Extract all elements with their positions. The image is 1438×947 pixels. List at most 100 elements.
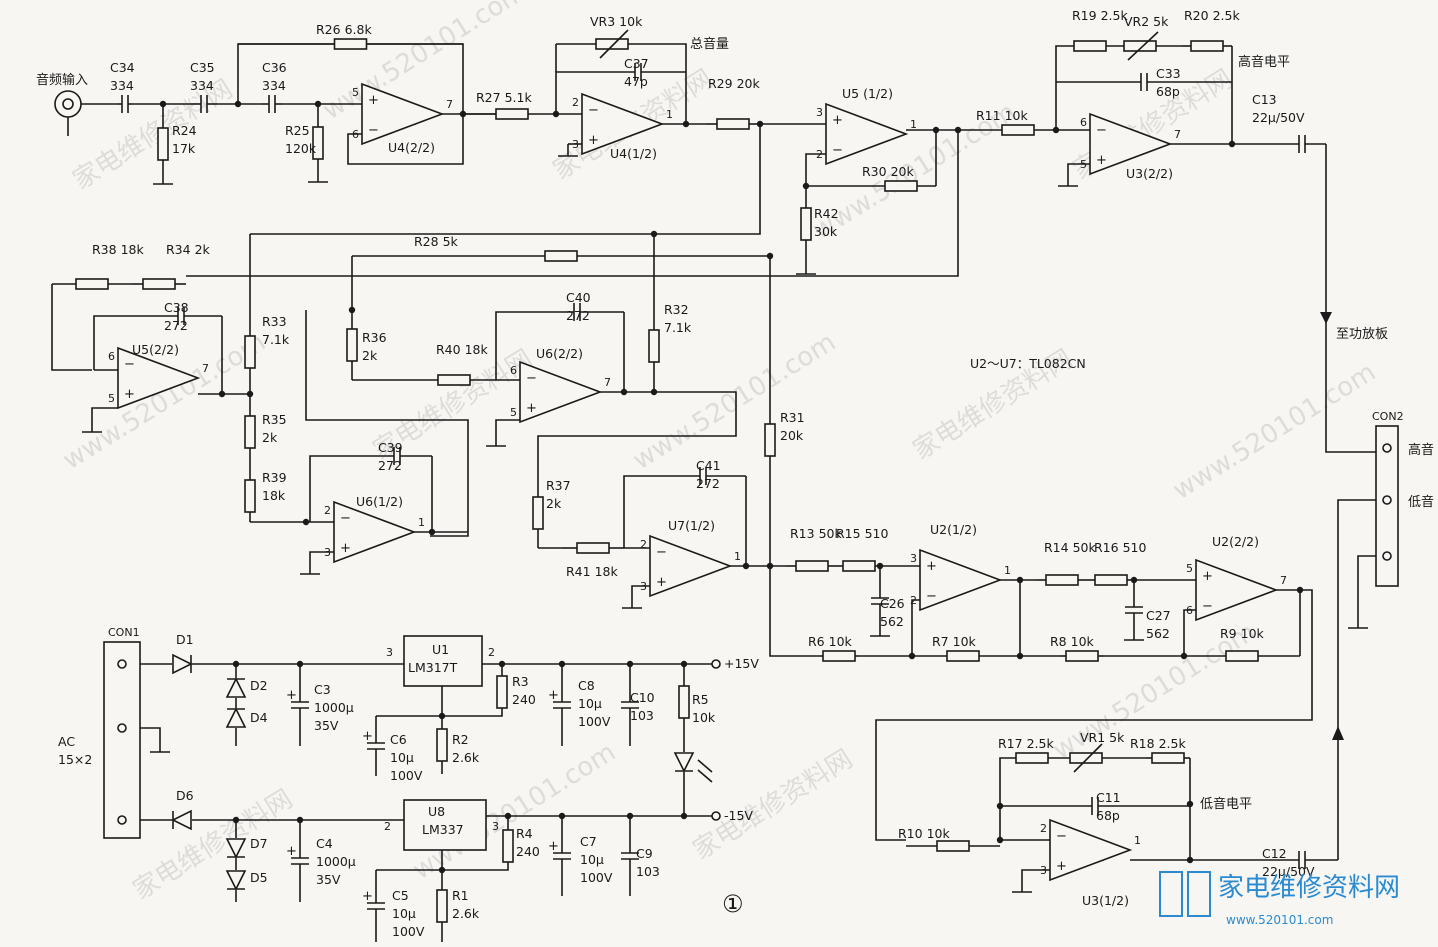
value-c37: 47p [624,74,648,89]
pin-sign: + [588,133,599,148]
resistor-r20 [1190,40,1224,52]
capacitor-c11 [1091,797,1099,815]
label-c8: C8 [578,678,595,693]
pin-number: 3 [1040,864,1047,877]
opamp-u2a: +−321 [910,548,1011,612]
wire [186,130,959,277]
label-r29: R29 20k [708,76,760,91]
wire [769,566,820,657]
label-r13: R13 50k [790,526,842,541]
wire [1183,609,1196,656]
label-c10: C10 [630,690,655,705]
value-c26: 562 [880,614,904,629]
polarity-mark: + [362,889,373,904]
wire [305,310,469,537]
wire [805,153,826,186]
bass-level-label: 低音电平 [1200,796,1252,812]
voltage-c4: 35V [316,872,341,887]
voltage-c5: 100V [392,924,425,939]
con2-pin-bass: 低音 [1408,494,1434,510]
pin-sign: − [1056,829,1067,844]
value-r39: 18k [262,488,286,503]
pin-sign: + [526,401,537,416]
diode-d2 [225,677,247,698]
label-c3: C3 [314,682,331,697]
wire [875,589,1313,841]
audio-input-jack [54,90,82,118]
value-c8: 10μ [578,696,602,711]
label-r30: R30 20k [862,164,914,179]
logo-title: 家电维修资料网 [1218,873,1400,903]
value-c36: 334 [262,78,286,93]
logo-book-icon [1187,871,1211,917]
label-u5b: U5(2/2) [132,342,179,357]
capacitor-c5 [367,902,385,910]
label-u2b: U2(2/2) [1212,534,1259,549]
label-d4: D4 [250,710,268,725]
label-r2: R2 [452,732,469,747]
label-r34: R34 2k [166,242,211,257]
pin-number: 5 [108,392,115,405]
voltage-c3: 35V [314,718,339,733]
opamp-u7a: −+231 [640,534,741,598]
label-c7: C7 [580,834,597,849]
label-c11: C11 [1096,790,1121,805]
value-r1: 2.6k [452,906,480,921]
figure-number: ① [722,890,744,918]
polarity-mark: + [362,729,373,744]
label-u5a: U5 (1/2) [842,86,893,101]
voltage-c8: 100V [578,714,611,729]
resistor-r42 [800,207,812,241]
label-r17: R17 2.5k [998,736,1054,751]
label-u6a: U6(1/2) [356,494,403,509]
value-u1: LM317T [408,660,458,675]
terminal-pos [711,659,721,669]
label-r9: R9 10k [1220,626,1265,641]
pin-sign: − [926,589,937,604]
pin-number: 2 [384,820,391,833]
label-r8: R8 10k [1050,634,1095,649]
wire [999,757,1016,840]
label-d2: D2 [250,678,268,693]
label-r24: R24 [172,123,197,138]
pin-number: 3 [910,552,917,565]
value-c35: 334 [190,78,214,93]
label-r25: R25 [285,123,310,138]
pin-sign: − [340,511,351,526]
capacitor-c13 [1298,135,1306,153]
pin-number: 6 [108,350,115,363]
label-u3a: U3(1/2) [1082,893,1129,908]
pin-number: 2 [324,504,331,517]
opamp-u4a: −+231 [572,92,673,156]
watermark-text: www.520101.com [1168,357,1381,506]
diode-d5 [225,870,247,891]
supply-negative-label: -15V [724,808,753,823]
label-r4: R4 [516,826,533,841]
label-vr3: VR3 10k [590,14,643,29]
capacitor-c4 [291,857,309,865]
label-r38: R38 18k [92,242,144,257]
label-con2: CON2 [1372,410,1404,423]
junction-dot [680,812,688,820]
pin-sign: − [588,103,599,118]
value-c38: 272 [164,318,188,333]
junction-dot [1296,586,1304,594]
capacitor-c7 [553,852,571,860]
polarity-mark: + [548,688,559,703]
capacitor-c10 [621,701,639,709]
value-c41: 272 [696,476,720,491]
supply-positive-label: +15V [724,656,759,671]
diode-d1 [172,653,193,675]
wire [911,599,920,656]
capacitor-c36 [268,95,276,113]
ac-voltage: 15×2 [58,752,92,767]
label-c41: C41 [696,458,721,473]
pin-number: 7 [446,98,453,111]
wire [537,391,737,478]
pin-number: 6 [1080,116,1087,129]
pin-sign: − [526,371,537,386]
connector-con1 [103,641,141,839]
value-c3: 1000μ [314,700,354,715]
capacitor-c33 [1140,73,1148,91]
